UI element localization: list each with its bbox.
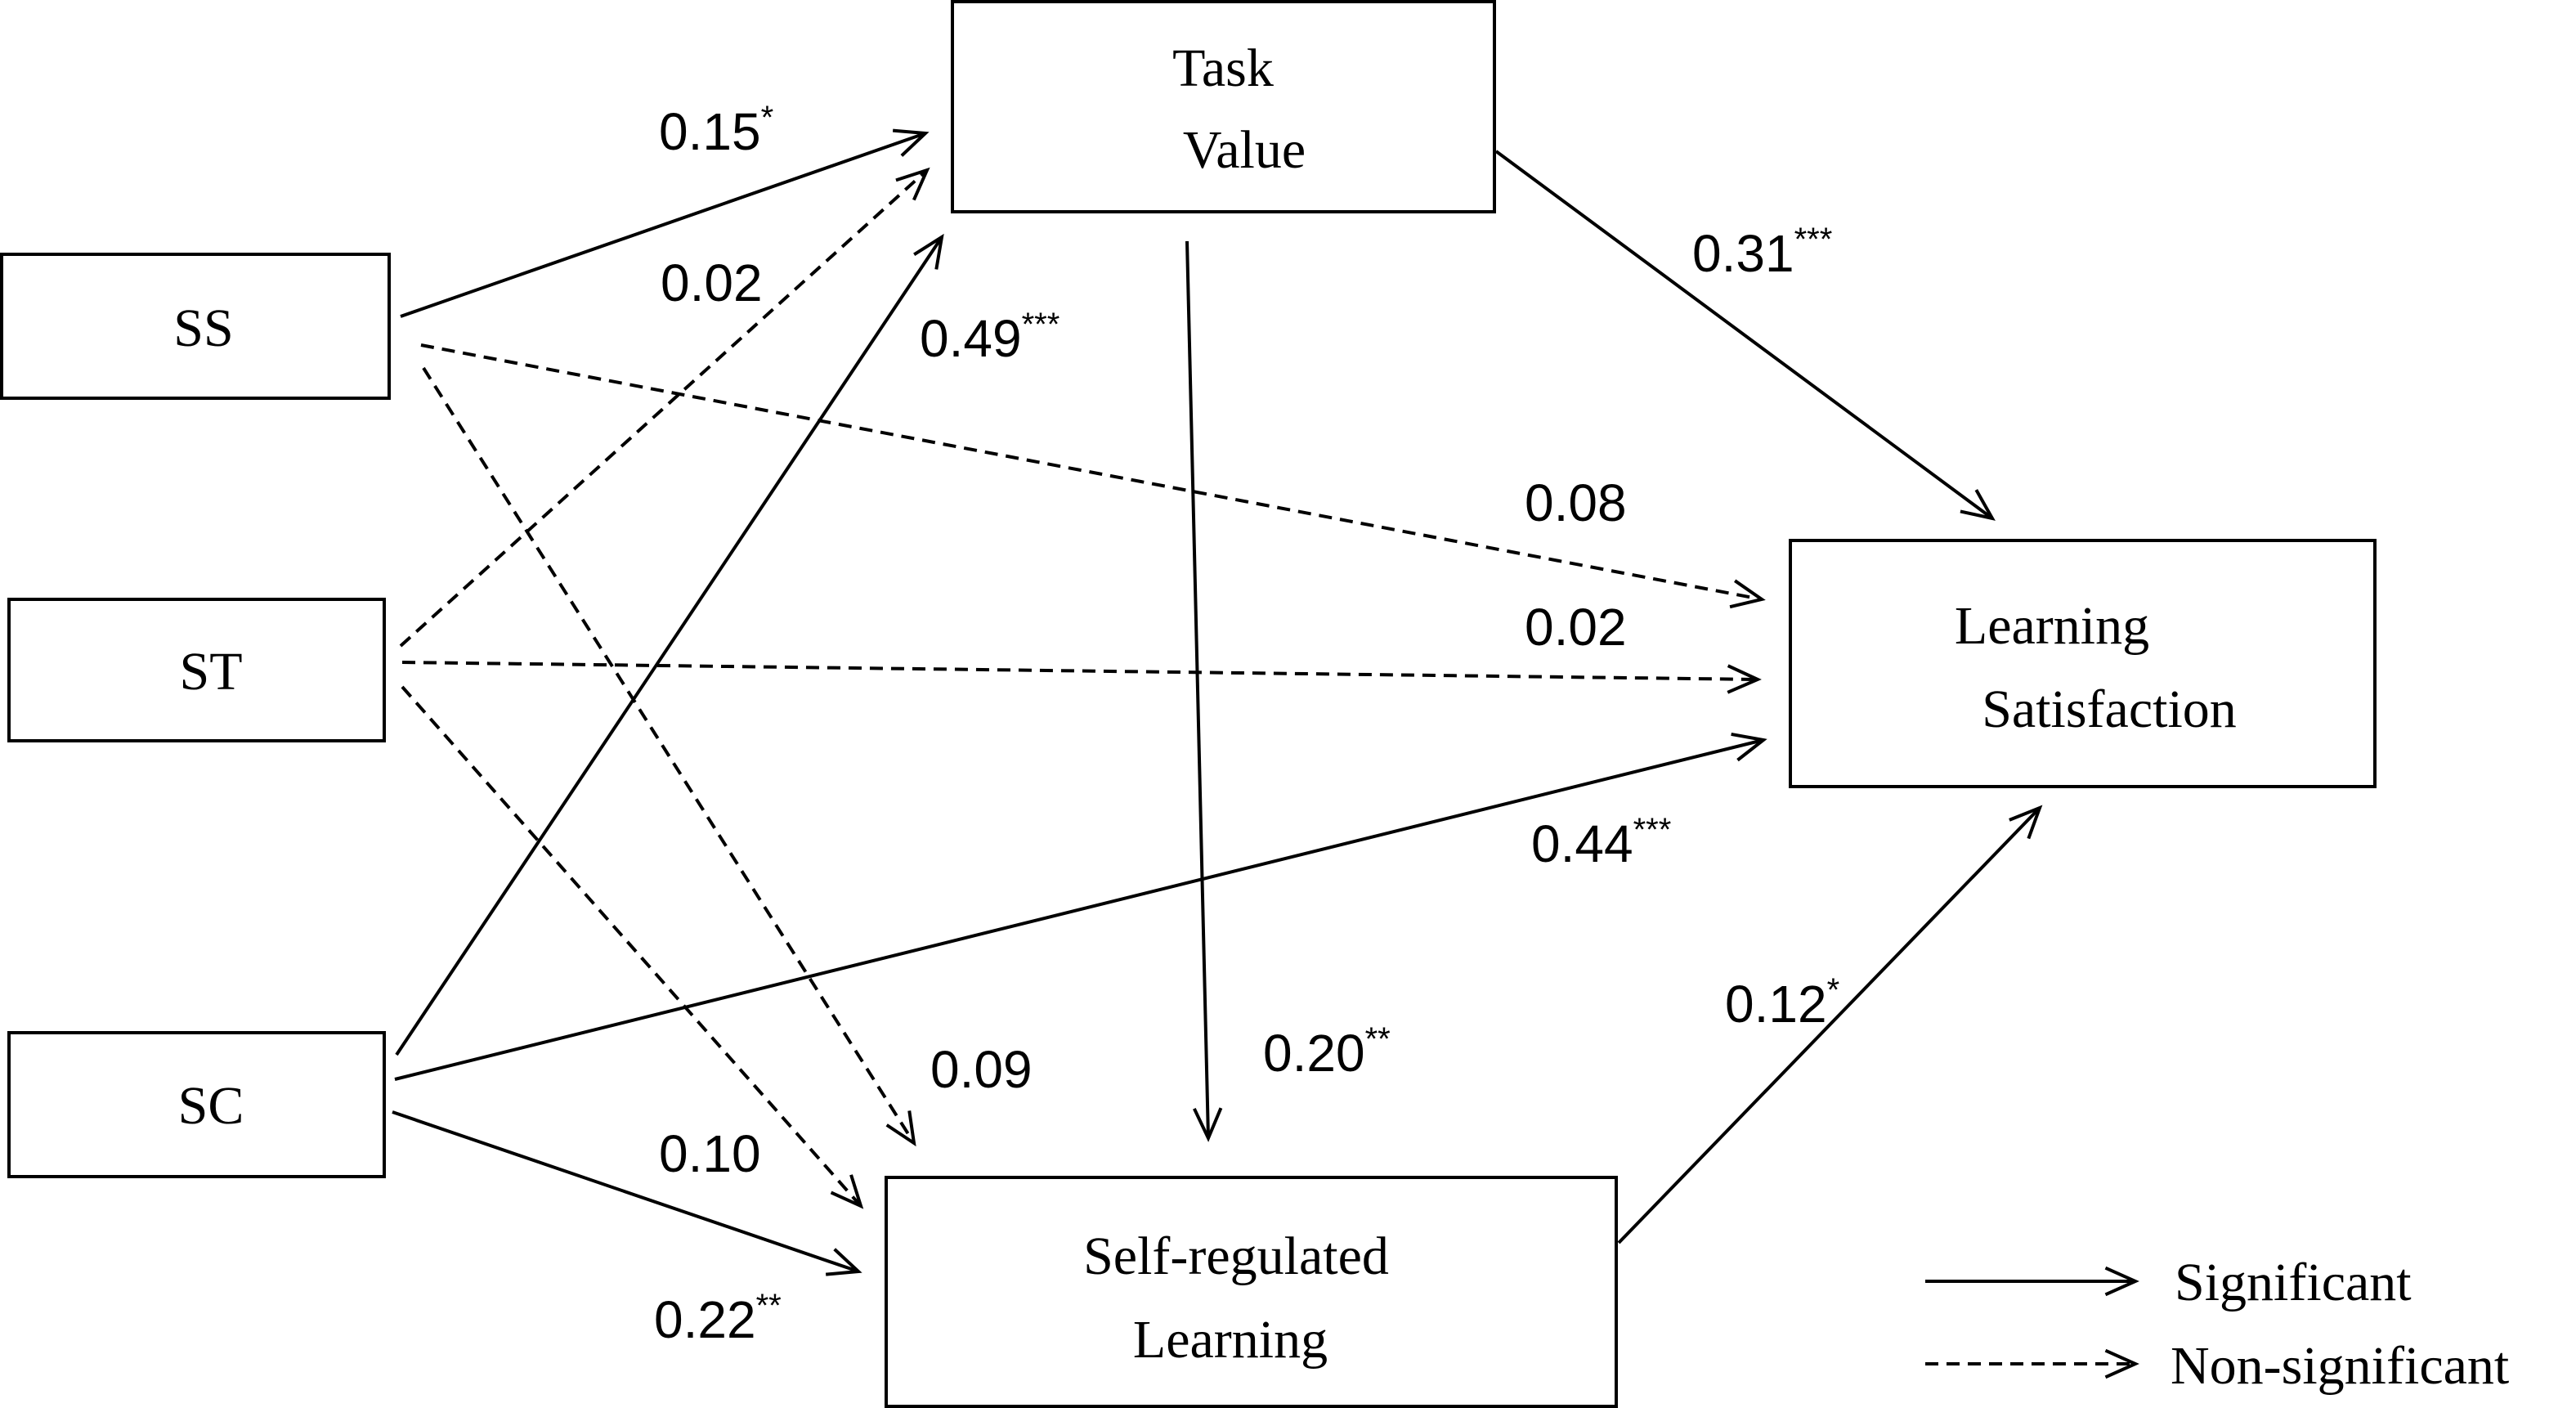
node-ss-label: SS <box>173 298 233 358</box>
legend-non-significant-label: Non-significant <box>2171 1336 2509 1396</box>
coef-st-task-value: 0.02 <box>661 253 763 312</box>
node-st: ST <box>7 598 386 742</box>
node-self-regulated-learning-box <box>885 1176 1618 1408</box>
coef-st-learning-satisfaction: 0.02 <box>1525 598 1627 657</box>
edge-ss-to-task-value-arrowhead <box>892 128 930 157</box>
coef-ss-srl: 0.09 <box>930 1040 1033 1099</box>
edge-sc-to-task-value-arrowhead <box>913 233 944 270</box>
edge-sc-to-learning-satisfaction-line <box>394 738 1764 1081</box>
edge-sc-to-task-value <box>395 233 944 1056</box>
edge-ss-to-task-value-line <box>400 132 926 318</box>
node-learning-satisfaction-line2: Satisfaction <box>1982 679 2237 739</box>
coef-ss-learning-satisfaction: 0.08 <box>1525 473 1627 532</box>
edge-ss-to-learning-satisfaction-line <box>420 343 1763 601</box>
coef-ss-task-value: 0.15* <box>659 100 773 161</box>
edge-self-regulated-learning-to-learning-satisfaction <box>1617 805 2043 1244</box>
node-srl-line1: Self-regulated <box>1083 1226 1389 1286</box>
edge-self-regulated-learning-to-learning-satisfaction-arrowhead <box>2009 805 2043 840</box>
coef-srl-learning-satisfaction: 0.12* <box>1725 972 1839 1034</box>
edge-st-to-task-value-arrowhead <box>895 167 930 201</box>
legend: Significant Non-significant <box>1925 1253 2509 1396</box>
legend-lines <box>1925 1266 2139 1379</box>
coef-sc-learning-satisfaction: 0.44*** <box>1531 812 1671 873</box>
edge-sc-to-learning-satisfaction <box>394 732 1767 1081</box>
edge-st-to-self-regulated-learning <box>401 685 864 1209</box>
edge-st-to-learning-satisfaction-arrowhead <box>1727 664 1762 694</box>
node-sc-label: SC <box>178 1076 244 1136</box>
node-self-regulated-learning: Self-regulated Learning <box>885 1176 1618 1408</box>
edge-ss-to-self-regulated-learning-line <box>422 366 916 1145</box>
edge-self-regulated-learning-to-learning-satisfaction-line <box>1617 806 2041 1244</box>
edge-task-value-to-self-regulated-learning <box>1185 240 1223 1142</box>
coef-sc-task-value: 0.49*** <box>920 307 1060 368</box>
edge-ss-to-self-regulated-learning-arrowhead <box>885 1110 916 1147</box>
node-ss-box <box>0 253 391 400</box>
node-task-value-line1: Task <box>1172 38 1274 98</box>
legend-significant-arrow-arrowhead <box>2104 1266 2139 1297</box>
edge-task-value-to-learning-satisfaction <box>1494 150 1996 521</box>
edge-ss-to-learning-satisfaction <box>420 343 1766 609</box>
coef-task-value-srl: 0.20** <box>1263 1021 1391 1083</box>
edge-ss-to-task-value <box>400 128 930 318</box>
edges-layer <box>392 128 2043 1276</box>
node-learning-satisfaction: Learning Satisfaction <box>1789 539 2377 788</box>
edge-sc-to-self-regulated-learning <box>392 1110 862 1276</box>
node-st-label: ST <box>179 642 242 702</box>
edge-st-to-task-value-line <box>399 168 929 648</box>
legend-significant-label: Significant <box>2175 1253 2412 1312</box>
coef-sc-srl: 0.22** <box>654 1288 782 1349</box>
edge-task-value-to-learning-satisfaction-arrowhead <box>1960 489 1996 521</box>
node-ss: SS <box>0 253 391 400</box>
edge-ss-to-learning-satisfaction-arrowhead <box>1729 579 1766 609</box>
edge-sc-to-learning-satisfaction-arrowhead <box>1731 732 1767 762</box>
edge-st-to-self-regulated-learning-arrowhead <box>830 1174 864 1209</box>
edge-sc-to-task-value-line <box>395 235 943 1056</box>
node-learning-satisfaction-box <box>1789 539 2377 788</box>
edge-task-value-to-learning-satisfaction-line <box>1494 150 1994 520</box>
node-task-value-box <box>951 0 1496 213</box>
node-task-value-line2: Value <box>1183 120 1306 180</box>
legend-significant-arrow <box>1925 1266 2139 1297</box>
coef-task-value-learning-satisfaction: 0.31*** <box>1692 222 1832 283</box>
edge-st-to-learning-satisfaction <box>401 661 1762 694</box>
node-task-value: Task Value <box>951 0 1496 213</box>
edge-st-to-learning-satisfaction-line <box>401 661 1758 681</box>
edge-st-to-self-regulated-learning-line <box>401 685 862 1208</box>
edge-task-value-to-self-regulated-learning-line <box>1185 240 1210 1139</box>
legend-non-significant-arrow <box>1925 1348 2139 1379</box>
node-learning-satisfaction-line1: Learning <box>1955 596 2149 656</box>
edge-st-to-task-value <box>399 167 930 648</box>
node-st-box <box>7 598 386 742</box>
edge-sc-to-self-regulated-learning-arrowhead <box>825 1248 862 1276</box>
node-sc: SC <box>7 1031 386 1178</box>
coef-st-srl: 0.10 <box>659 1124 761 1183</box>
edge-task-value-to-self-regulated-learning-arrowhead <box>1193 1107 1223 1142</box>
legend-non-significant-arrow-arrowhead <box>2104 1348 2139 1379</box>
edge-ss-to-self-regulated-learning <box>422 366 916 1147</box>
edge-sc-to-self-regulated-learning-line <box>392 1110 859 1273</box>
node-sc-box <box>7 1031 386 1178</box>
node-srl-line2: Learning <box>1133 1310 1328 1370</box>
